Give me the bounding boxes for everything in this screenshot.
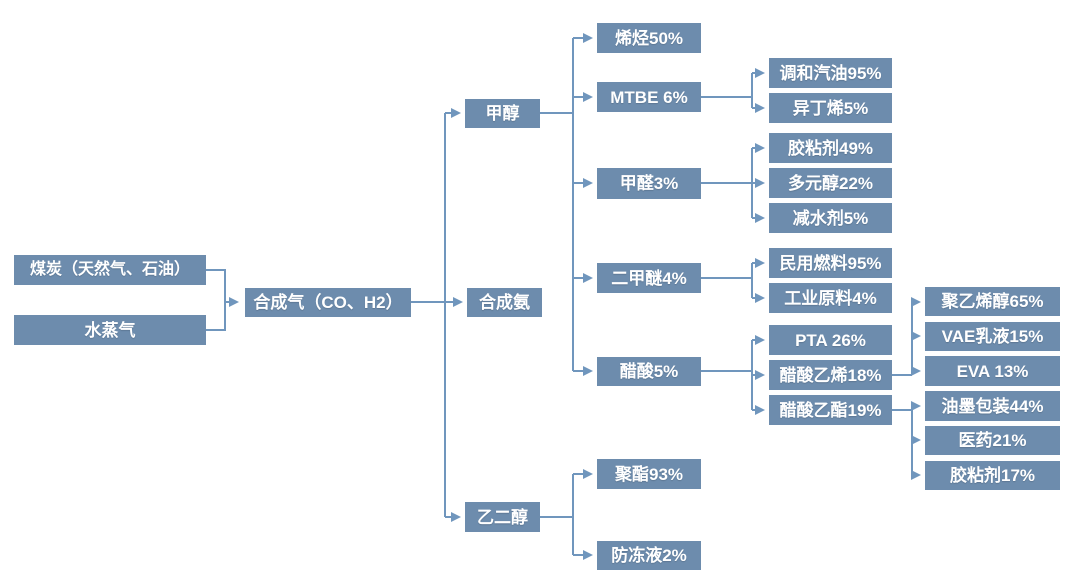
node-methanol: 甲醇 — [465, 99, 540, 128]
node-isobutylene: 异丁烯5% — [769, 93, 892, 123]
trunk-acetic-children — [701, 340, 753, 410]
trunk-formaldehyde-children — [701, 148, 753, 218]
trunk-ethyl-acetate-children — [892, 406, 913, 475]
trunk-dme-children — [701, 263, 753, 298]
node-eva: EVA 13% — [925, 356, 1060, 386]
node-ammonia: 合成氨 — [467, 288, 542, 317]
node-ethyl-acetate: 醋酸乙酯19% — [769, 395, 892, 425]
node-blended-gasoline: 调和汽油95% — [769, 58, 892, 88]
node-pta: PTA 26% — [769, 325, 892, 355]
node-acetic-acid: 醋酸5% — [597, 357, 701, 386]
node-polyester: 聚酯93% — [597, 459, 701, 489]
trunk-sources-syngas — [206, 269, 226, 331]
trunk-vinyl-acetate-children — [892, 302, 913, 376]
node-coal: 煤炭（天然气、石油） — [14, 255, 206, 285]
trunk-syngas-children — [411, 113, 446, 517]
node-ink-packaging: 油墨包装44% — [925, 391, 1060, 421]
node-industrial-raw: 工业原料4% — [769, 283, 892, 313]
trunk-ethylene-glycol-children — [540, 474, 574, 555]
node-antifreeze: 防冻液2% — [597, 541, 701, 570]
node-mtbe: MTBE 6% — [597, 82, 701, 112]
trunk-mtbe-children — [701, 73, 753, 108]
trunk-methanol-children — [540, 38, 574, 371]
node-adhesive-49: 胶粘剂49% — [769, 133, 892, 163]
node-pva: 聚乙烯醇65% — [925, 287, 1060, 316]
node-civil-fuel: 民用燃料95% — [769, 248, 892, 278]
node-vae-emulsion: VAE乳液15% — [925, 322, 1060, 351]
node-formaldehyde: 甲醛3% — [597, 168, 701, 199]
node-dme: 二甲醚4% — [597, 263, 701, 293]
node-syngas: 合成气（CO、H2） — [245, 288, 411, 317]
node-water-reducer: 减水剂5% — [769, 203, 892, 233]
node-ethylene-glycol: 乙二醇 — [465, 502, 540, 532]
node-polyol: 多元醇22% — [769, 168, 892, 198]
node-vinyl-acetate: 醋酸乙烯18% — [769, 360, 892, 390]
node-pharma: 医药21% — [925, 426, 1060, 455]
node-adhesive-17: 胶粘剂17% — [925, 461, 1060, 490]
node-olefins: 烯烃50% — [597, 23, 701, 53]
node-steam: 水蒸气 — [14, 315, 206, 345]
